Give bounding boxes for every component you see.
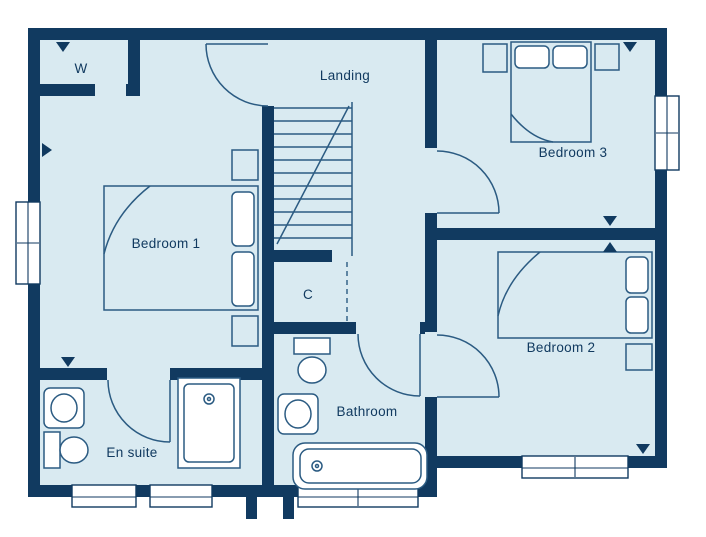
dimension-marker [56, 42, 70, 52]
wall-right [655, 28, 667, 468]
toilet [43, 431, 89, 469]
wall-ensuite-left-segment [28, 368, 107, 380]
sink [43, 387, 85, 429]
door-swing-arc [436, 334, 500, 398]
duvet-fold [497, 251, 541, 317]
window-frame [149, 484, 213, 508]
wall-bathroom-top [262, 322, 356, 334]
sink [277, 393, 319, 435]
window-bedroom3 [654, 95, 680, 171]
dimension-marker [623, 42, 637, 52]
pillow [552, 45, 588, 69]
pillow [231, 251, 255, 307]
window-frame [71, 484, 137, 508]
shower-drain [203, 393, 215, 405]
sink-basin [284, 399, 312, 429]
room-label-wardrobe: W [74, 61, 87, 76]
door-ensuite [107, 379, 171, 443]
bedside-table [625, 343, 653, 371]
pillow [625, 256, 649, 294]
bathtub-outer [292, 442, 428, 490]
dimension-markers [42, 42, 650, 454]
wall-cupboard-top [262, 250, 332, 262]
room-label-bedroom1: Bedroom 1 [132, 236, 201, 251]
double-bed [497, 251, 653, 339]
ensuite-fixtures [43, 377, 241, 469]
wall-stub-below-left [246, 497, 257, 519]
room-label-bedroom2: Bedroom 2 [527, 340, 596, 355]
toilet-cistern [293, 337, 331, 355]
door-swing-arc [205, 43, 269, 107]
shower [177, 377, 241, 469]
door-swing-arc [107, 379, 171, 443]
bathtub [292, 442, 428, 490]
shower-inner [183, 383, 235, 463]
wall-bedroom3-bedroom2 [437, 228, 655, 240]
window-ensuite-1 [71, 484, 137, 508]
bedroom3-furniture [482, 41, 620, 143]
toilet-bowl [59, 436, 89, 464]
window-ensuite-2 [149, 484, 213, 508]
bathtub-drain-dot [314, 463, 320, 469]
room-labels: Landing Bedroom 1 Bedroom 3 Bedroom 2 Ba… [74, 61, 607, 460]
pillow [625, 296, 649, 334]
bedroom2-furniture [497, 251, 653, 371]
stair-break-line [276, 105, 350, 245]
bathroom-fixtures [277, 337, 428, 490]
room-label-cupboard: C [303, 287, 313, 302]
double-bed [510, 41, 592, 143]
pillow [514, 45, 550, 69]
duvet-fold [510, 113, 554, 143]
door-bathroom [357, 333, 421, 397]
dimension-marker [42, 143, 52, 157]
wall-wardrobe-bottom-left [28, 84, 95, 96]
shower-tray [177, 377, 241, 469]
dimension-marker [603, 216, 617, 226]
duvet-fold [103, 185, 151, 255]
bedside-table [594, 43, 620, 71]
sink-basin [50, 393, 78, 423]
toilet-cistern [43, 431, 61, 469]
toilet-bowl [297, 356, 327, 384]
wall-landing-bedroom3-upper [425, 40, 437, 148]
window-bedroom2 [521, 455, 629, 479]
wall-bedroom1-landing [262, 106, 274, 485]
door-bedroom3 [436, 150, 500, 214]
room-label-bathroom: Bathroom [337, 404, 398, 419]
room-label-ensuite: En suite [106, 445, 157, 460]
bedside-table [231, 315, 259, 347]
bedside-table [482, 43, 508, 73]
bedroom1-furniture [103, 149, 259, 347]
room-label-landing: Landing [320, 68, 370, 83]
dimension-marker [603, 242, 617, 252]
window-bedroom1 [15, 201, 41, 285]
bedside-table [231, 149, 259, 181]
room-label-bedroom3: Bedroom 3 [539, 145, 608, 160]
wall-bathroom-top-stub [420, 322, 425, 334]
double-bed [103, 185, 259, 311]
bathtub-drain [311, 460, 323, 472]
dimension-marker [61, 357, 75, 367]
doors [107, 43, 500, 443]
door-swing-arc [357, 333, 421, 397]
windows [15, 95, 680, 508]
pillow [231, 191, 255, 247]
wall-wardrobe-side [128, 28, 140, 90]
bed-outline [497, 251, 653, 339]
door-swing-arc [436, 150, 500, 214]
wall-wardrobe-bottom-right [126, 84, 140, 96]
door-bedroom2 [436, 334, 500, 398]
wall-top [28, 28, 667, 40]
bed-outline [103, 185, 259, 311]
shower-drain-dot [206, 396, 212, 402]
toilet [293, 337, 331, 384]
wall-landing-bedroom3-lower [425, 213, 437, 332]
dimension-marker [636, 444, 650, 454]
wall-ensuite-right-segment [170, 368, 262, 380]
door-bedroom1 [205, 43, 269, 107]
stairs [274, 102, 353, 256]
wall-stub-below-right [283, 497, 294, 519]
wall-bathroom-bedroom2 [425, 397, 437, 497]
bathtub-inner [299, 448, 422, 484]
